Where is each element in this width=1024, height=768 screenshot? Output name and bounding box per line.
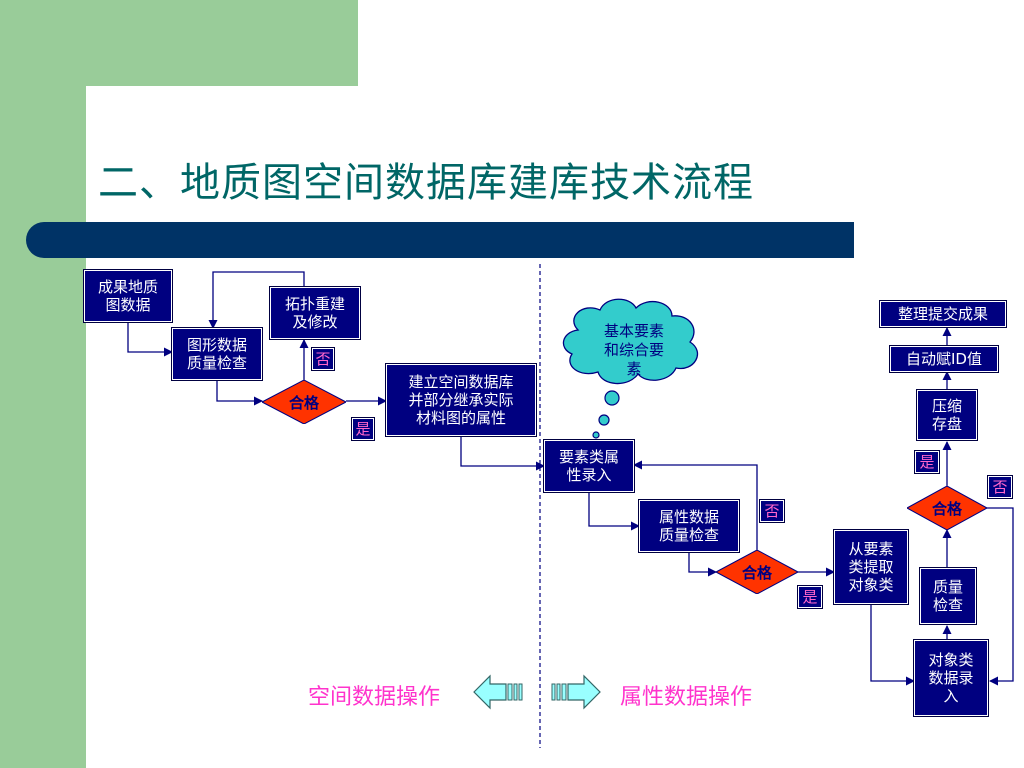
feature-attr-entry-box: 要素类属 性录入 <box>543 439 635 493</box>
no-tag-3: 否 <box>987 475 1013 499</box>
attribute-ops-label: 属性数据操作 <box>620 685 753 710</box>
decision-diamond-3: 合格 <box>907 486 987 530</box>
title-underline-bar <box>26 222 854 258</box>
auto-assign-id-box: 自动赋ID值 <box>889 345 999 373</box>
organize-submit-box: 整理提交成果 <box>879 300 1007 328</box>
quality-check-box: 质量 检查 <box>919 567 977 625</box>
thought-cloud-shape <box>562 298 698 439</box>
decision-diamond-2: 合格 <box>716 550 798 594</box>
graphic-quality-check-box: 图形数据 质量检查 <box>171 327 263 381</box>
left-block-arrow-icon <box>473 674 523 710</box>
slide-title: 二、地质图空间数据库建库技术流程 <box>98 160 754 206</box>
object-data-entry-box: 对象类 数据录 入 <box>913 639 989 717</box>
decision-diamond-1: 合格 <box>262 380 346 424</box>
no-tag-2: 否 <box>759 499 785 523</box>
spatial-ops-label: 空间数据操作 <box>308 685 441 710</box>
right-block-arrow-icon <box>551 674 601 710</box>
yes-tag-3: 是 <box>914 450 940 474</box>
yes-tag-2: 是 <box>797 585 823 609</box>
green-sidebar-decoration <box>0 0 86 768</box>
build-spatial-db-box: 建立空间数据库 并部分继承实际 材料图的属性 <box>385 363 537 437</box>
extract-object-class-box: 从要素 类提取 对象类 <box>833 529 909 605</box>
no-tag-1: 否 <box>311 347 335 371</box>
compress-store-box: 压缩 存盘 <box>916 389 978 441</box>
attr-quality-check-box: 属性数据 质量检查 <box>638 499 740 553</box>
topology-rebuild-box: 拓扑重建 及修改 <box>269 286 361 340</box>
yes-tag-1: 是 <box>351 417 375 441</box>
result-map-data-box: 成果地质 图数据 <box>83 269 173 323</box>
cloud-label: 基本要素 和综合要 素 <box>603 322 664 378</box>
green-top-decoration <box>0 0 358 86</box>
content-card <box>86 86 1024 768</box>
